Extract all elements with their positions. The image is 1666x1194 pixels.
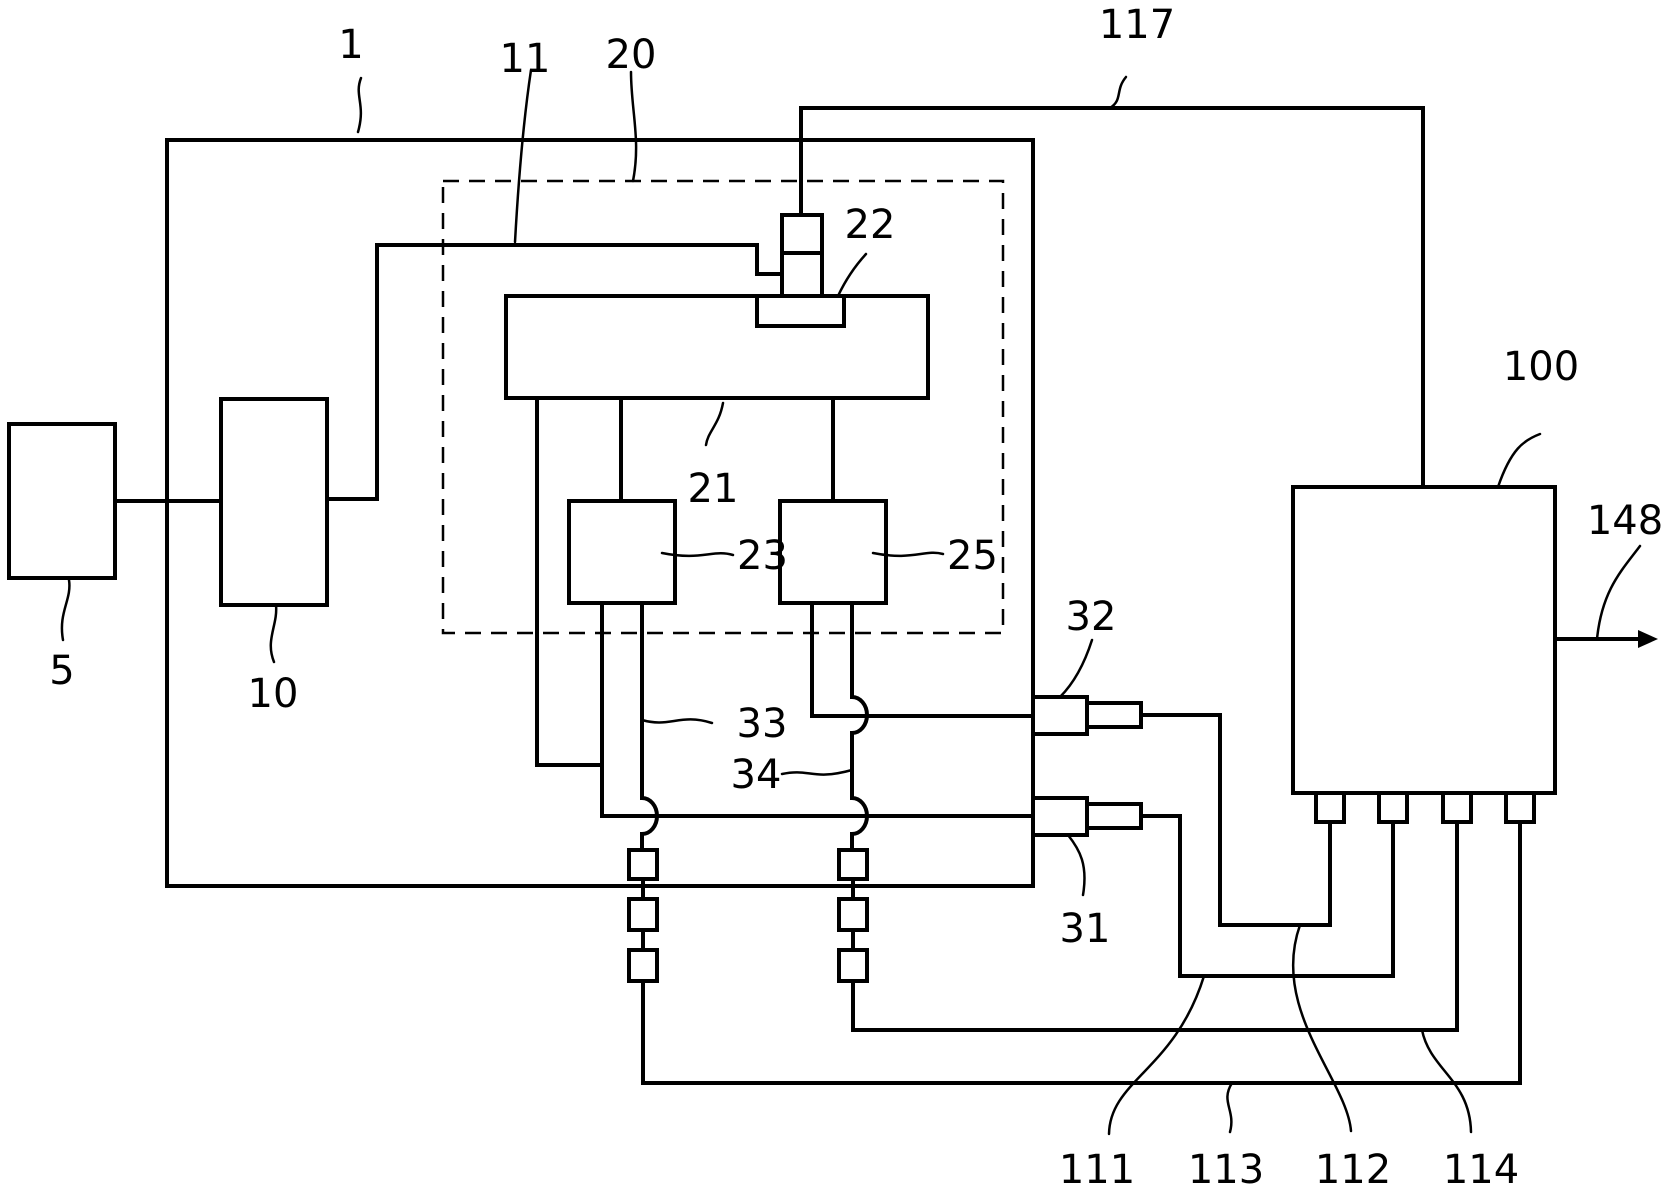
label-31: 31 <box>1060 906 1111 952</box>
label-113: 113 <box>1188 1147 1264 1193</box>
connector-31 <box>1031 796 1143 837</box>
wire-21-left <box>535 396 600 767</box>
label-111: 111 <box>1059 1147 1135 1193</box>
wire-111 <box>1139 814 1395 978</box>
label-10: 10 <box>248 671 299 717</box>
wire-33-a <box>600 601 1035 818</box>
block-100-ports <box>1314 791 1536 824</box>
block-21 <box>504 294 930 400</box>
block-23 <box>567 499 677 605</box>
label-5: 5 <box>49 648 74 694</box>
block-10 <box>219 397 329 607</box>
wire-113 <box>641 820 1522 1085</box>
label-22: 22 <box>845 202 896 248</box>
label-33: 33 <box>737 701 788 747</box>
leader-lines <box>60 68 1642 1136</box>
label-114: 114 <box>1443 1147 1519 1193</box>
block-100 <box>1291 485 1557 795</box>
label-21: 21 <box>688 466 739 512</box>
block-5 <box>7 422 117 580</box>
connector-22-stack <box>780 213 824 298</box>
label-100: 100 <box>1503 344 1579 390</box>
connector-32 <box>1031 695 1143 736</box>
label-148: 148 <box>1587 498 1663 544</box>
block-25 <box>778 499 888 605</box>
label-34: 34 <box>731 752 782 798</box>
label-1: 1 <box>338 22 363 68</box>
connector-chain-33 <box>627 848 659 983</box>
label-23: 23 <box>737 533 788 579</box>
block-22 <box>755 294 846 328</box>
wire-11 <box>325 243 784 501</box>
wire-33-b <box>640 601 659 852</box>
wire-34-b <box>850 601 869 852</box>
wire-112 <box>1139 713 1332 927</box>
wire-114 <box>851 820 1459 1032</box>
region-20 <box>441 179 1005 635</box>
label-32: 32 <box>1066 594 1117 640</box>
label-11: 11 <box>500 36 551 82</box>
output-arrow-148 <box>1553 630 1658 648</box>
enclosure-1 <box>165 138 1035 888</box>
label-112: 112 <box>1315 1147 1391 1193</box>
label-117: 117 <box>1099 2 1175 48</box>
wire-34-a <box>810 601 1035 718</box>
label-20: 20 <box>606 32 657 78</box>
label-25: 25 <box>947 533 998 579</box>
connector-chain-34 <box>837 848 869 983</box>
reference-labels: 1 11 20 117 22 100 21 23 25 148 5 10 32 … <box>49 2 1663 1193</box>
